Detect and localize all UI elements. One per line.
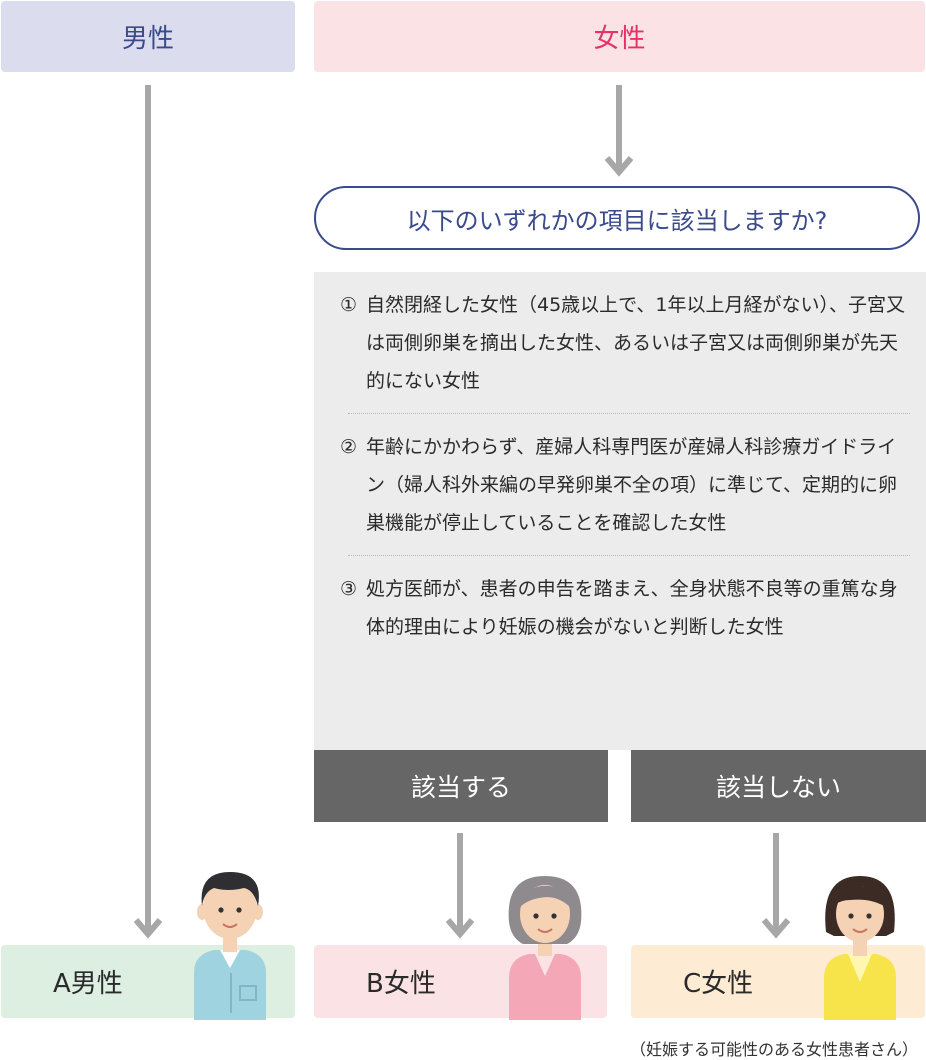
criterion-number: ①	[340, 294, 358, 316]
result-a-label: A男性	[53, 969, 123, 999]
criterion-number: ②	[340, 436, 358, 458]
criterion-text: 自然閉経した女性（45歳以上で、1年以上月経がない）、子宮又は両側卵巣を摘出した…	[366, 294, 906, 392]
criterion-3: ③ 処方医師が、患者の申告を踏まえ、全身状態不良等の重篤な身体的理由により妊娠の…	[340, 570, 910, 646]
question-box: 以下のいずれかの項目に該当しますか?	[314, 186, 920, 250]
arrow-yes-to-b	[445, 833, 475, 939]
criterion-text: 年齢にかかわらず、産婦人科専門医が産婦人科診療ガイドライン（婦人科外来編の早発卵…	[366, 436, 898, 534]
divider	[348, 555, 910, 556]
criterion-number: ③	[340, 578, 358, 600]
arrow-male-to-a	[133, 85, 163, 939]
female-header: 女性	[314, 1, 925, 72]
answer-no: 該当しない	[631, 750, 926, 822]
criterion-text: 処方医師が、患者の申告を踏まえ、全身状態不良等の重篤な身体的理由により妊娠の機会…	[366, 578, 898, 638]
criteria-panel: ① 自然閉経した女性（45歳以上で、1年以上月経がない）、子宮又は両側卵巣を摘出…	[314, 272, 926, 750]
footnote: （妊娠する可能性のある女性患者さん）	[629, 1040, 918, 1059]
criterion-1: ① 自然閉経した女性（45歳以上で、1年以上月経がない）、子宮又は両側卵巣を摘出…	[340, 286, 910, 400]
criterion-2: ② 年齢にかかわらず、産婦人科専門医が産婦人科診療ガイドライン（婦人科外来編の早…	[340, 428, 910, 542]
older-woman-illustration-icon	[508, 876, 582, 1020]
result-b-label: B女性	[366, 969, 436, 999]
male-header: 男性	[1, 1, 295, 72]
answer-yes: 該当する	[314, 750, 608, 822]
arrow-no-to-c	[761, 833, 791, 939]
result-c-label: C女性	[683, 969, 754, 999]
man-illustration-icon	[194, 872, 266, 1020]
divider	[348, 413, 910, 414]
arrow-female-to-question	[604, 85, 634, 177]
young-woman-illustration-icon	[824, 876, 896, 1020]
